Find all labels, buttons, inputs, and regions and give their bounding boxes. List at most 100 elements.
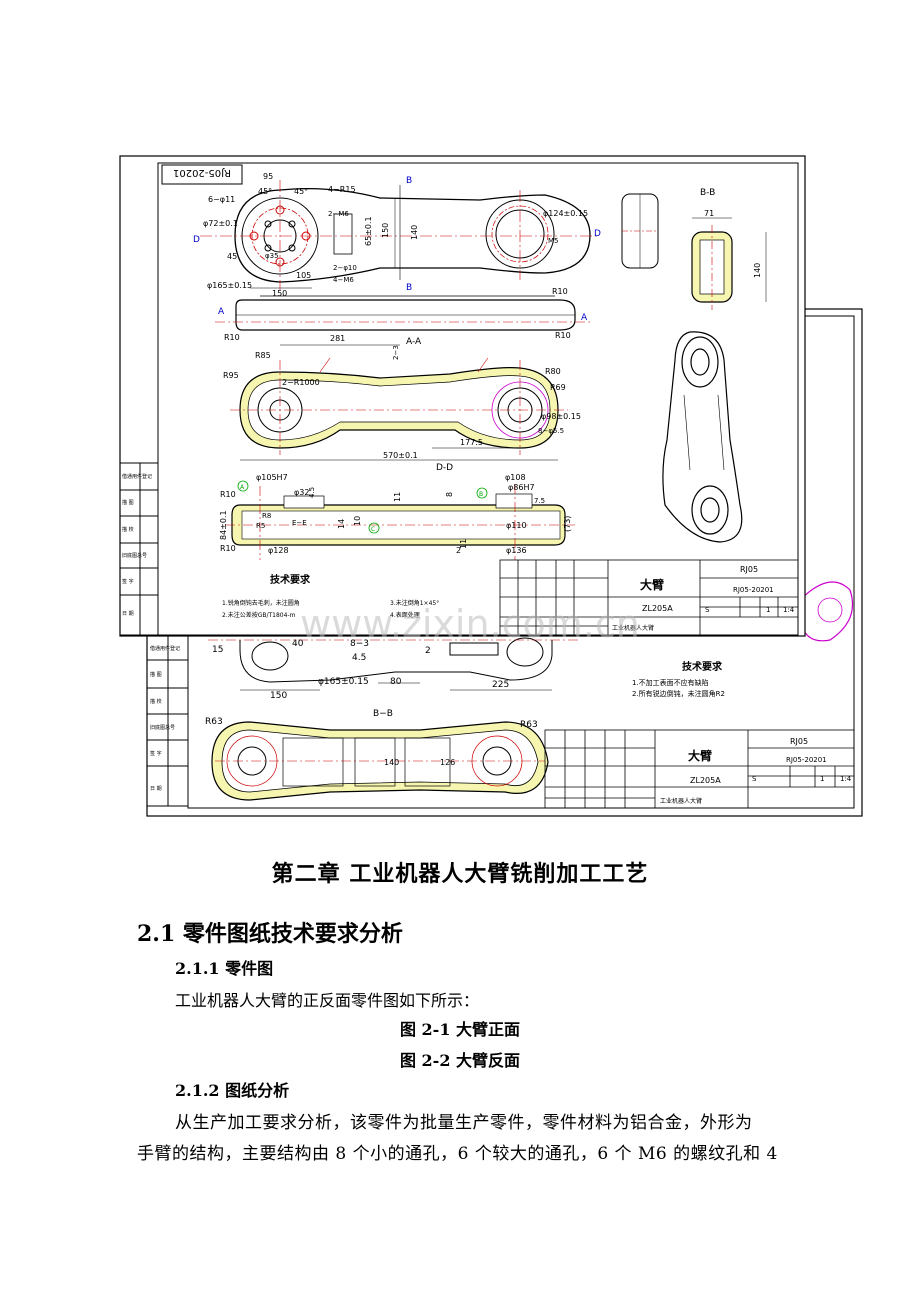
dim-text: 150 — [381, 223, 390, 238]
back-unit: 工业机器人大臂 — [660, 797, 702, 805]
dim-text: 281 — [330, 334, 345, 343]
dim-text: R80 — [545, 367, 561, 376]
front-part-code: RJ05-20201 — [173, 167, 231, 178]
subsection-text-1: 工业机器人大臂的正反面零件图如下所示： — [175, 991, 480, 1010]
dim-text: R85 — [255, 351, 271, 360]
front-side-label: 签 字 — [122, 578, 134, 585]
back-part-name: 大臂 — [688, 748, 712, 763]
section-title: 2.1 零件图纸技术要求分析 — [137, 921, 403, 947]
front-tech-req-item: 3.未注倒角1×45° — [390, 599, 439, 607]
dim-text: R63 — [205, 717, 223, 727]
dim-text: φ35 — [265, 252, 279, 260]
dim-text: 2−φ10 — [333, 264, 357, 272]
back-side-label: 签 字 — [150, 750, 162, 757]
front-side-label: 描 校 — [122, 526, 134, 533]
body-paragraph-line-2: 手臂的结构，主要结构由 8 个小的通孔，6 个较大的通孔，6 个 M6 的螺纹孔… — [137, 1144, 778, 1164]
back-tech-req-title: 技术要求 — [682, 660, 723, 673]
back-tech-req-item: 1.不加工表面不应有缺陷 — [632, 678, 709, 687]
dim-text: φ86H7 — [508, 483, 535, 492]
d-view-cylinder — [621, 193, 659, 269]
dim-text: 15 — [212, 645, 223, 655]
dim-text: R5 — [256, 522, 265, 530]
front-side-label: 借通用件登记 — [122, 473, 152, 480]
back-side-label: 日 期 — [150, 786, 162, 792]
dim-text: φ108 — [505, 473, 526, 482]
dim-text: R10 — [220, 544, 236, 553]
dim-text: 65±0.1 — [364, 216, 373, 246]
a-side-view — [215, 295, 590, 331]
front-sheet: S — [705, 606, 710, 614]
figure-caption-1: 图 2-1 大臂正面 — [399, 1020, 521, 1039]
datum-label: A — [240, 484, 245, 491]
dim-text: R10 — [555, 331, 571, 340]
dim-text: φ165±0.15 — [207, 281, 252, 290]
dim-text: 4.5 — [308, 487, 316, 498]
dim-text: 150 — [272, 289, 287, 298]
dim-text: (73) — [563, 516, 572, 532]
dd-section-view — [225, 480, 575, 560]
dim-text: 11 — [459, 539, 468, 549]
back-title-block — [544, 729, 855, 809]
section-marker: B — [406, 283, 412, 293]
section-label: B−B — [373, 709, 393, 719]
front-side-label: 旧底图总号 — [122, 552, 147, 559]
dim-text: 14 — [337, 519, 346, 529]
dim-text: 45° — [258, 187, 272, 196]
section-marker: A — [218, 307, 225, 317]
dim-text: 71 — [704, 209, 714, 218]
dim-text: 4−R15 — [328, 185, 356, 194]
isometric-3d-view — [662, 331, 743, 543]
dim-text: 140 — [410, 225, 419, 240]
dim-text: 2−R1000 — [282, 378, 320, 387]
dim-text: φ98±0.15 — [541, 412, 581, 421]
section-marker: D — [193, 235, 200, 245]
dim-text: R63 — [520, 720, 538, 730]
dim-text: R95 — [223, 371, 239, 380]
back-side-label: 旧底图总号 — [150, 724, 175, 731]
dim-text: 4−M6 — [333, 276, 354, 284]
dim-text: 140 — [753, 263, 762, 278]
front-scale: 1:4 — [783, 606, 795, 614]
dim-text: 150 — [270, 691, 287, 701]
dim-text: 2−3 — [392, 345, 400, 360]
dim-text: 2−M6 — [328, 210, 349, 218]
aa-section-view — [230, 357, 568, 455]
dim-text: M5 — [548, 237, 559, 245]
section-label: A-A — [406, 337, 422, 347]
datum-label: C — [371, 526, 375, 533]
dim-text: 105 — [296, 271, 311, 280]
front-side-panel — [119, 462, 159, 636]
dim-text: 177.5 — [460, 438, 483, 447]
dim-text: R69 — [550, 383, 566, 392]
engineering-drawing-figure: 借通用件登记 描 图 描 校 旧底图总号 签 字 日 期 15 40 8−3 4… — [119, 155, 863, 817]
back-tech-req-item: 2.所有锐边倒钝，未注圆角R2 — [632, 689, 725, 698]
front-part-name: 大臂 — [640, 577, 664, 592]
front-tech-req-item: 2.未注公差按GB/T1804-m — [222, 611, 296, 619]
front-code: RJ05-20201 — [733, 586, 774, 594]
dim-text: φ124±0.15 — [543, 209, 588, 218]
dim-text: R10 — [552, 287, 568, 296]
front-drawing-no: RJ05 — [740, 565, 758, 574]
watermark: www.zixin.com.cn — [300, 602, 640, 646]
dim-text: φ165±0.15 — [318, 677, 369, 687]
dim-text: 80 — [390, 677, 402, 687]
dim-text: R8 — [262, 512, 271, 520]
section-label: D-D — [436, 463, 453, 473]
dim-text: 10 — [353, 516, 362, 526]
dim-text: φ105H7 — [256, 473, 288, 482]
dim-text: E−E — [292, 519, 307, 527]
top-plan-view — [200, 180, 600, 290]
dim-text: 11 — [393, 492, 402, 502]
dim-text: 40 — [292, 639, 304, 649]
back-scale: 1:4 — [840, 775, 852, 783]
front-side-label: 描 图 — [122, 499, 134, 506]
dim-text: 8 — [445, 492, 454, 497]
back-side-view — [208, 637, 580, 691]
dim-text: R10 — [224, 333, 240, 342]
dim-text: 45 — [227, 252, 237, 261]
back-drawing-no: RJ05 — [790, 737, 808, 746]
front-tech-req-item: 4.表面处理 — [390, 611, 420, 619]
back-side-label: 借通用件登记 — [150, 645, 180, 652]
dim-text: R10 — [220, 490, 236, 499]
back-bb-section — [211, 721, 549, 801]
